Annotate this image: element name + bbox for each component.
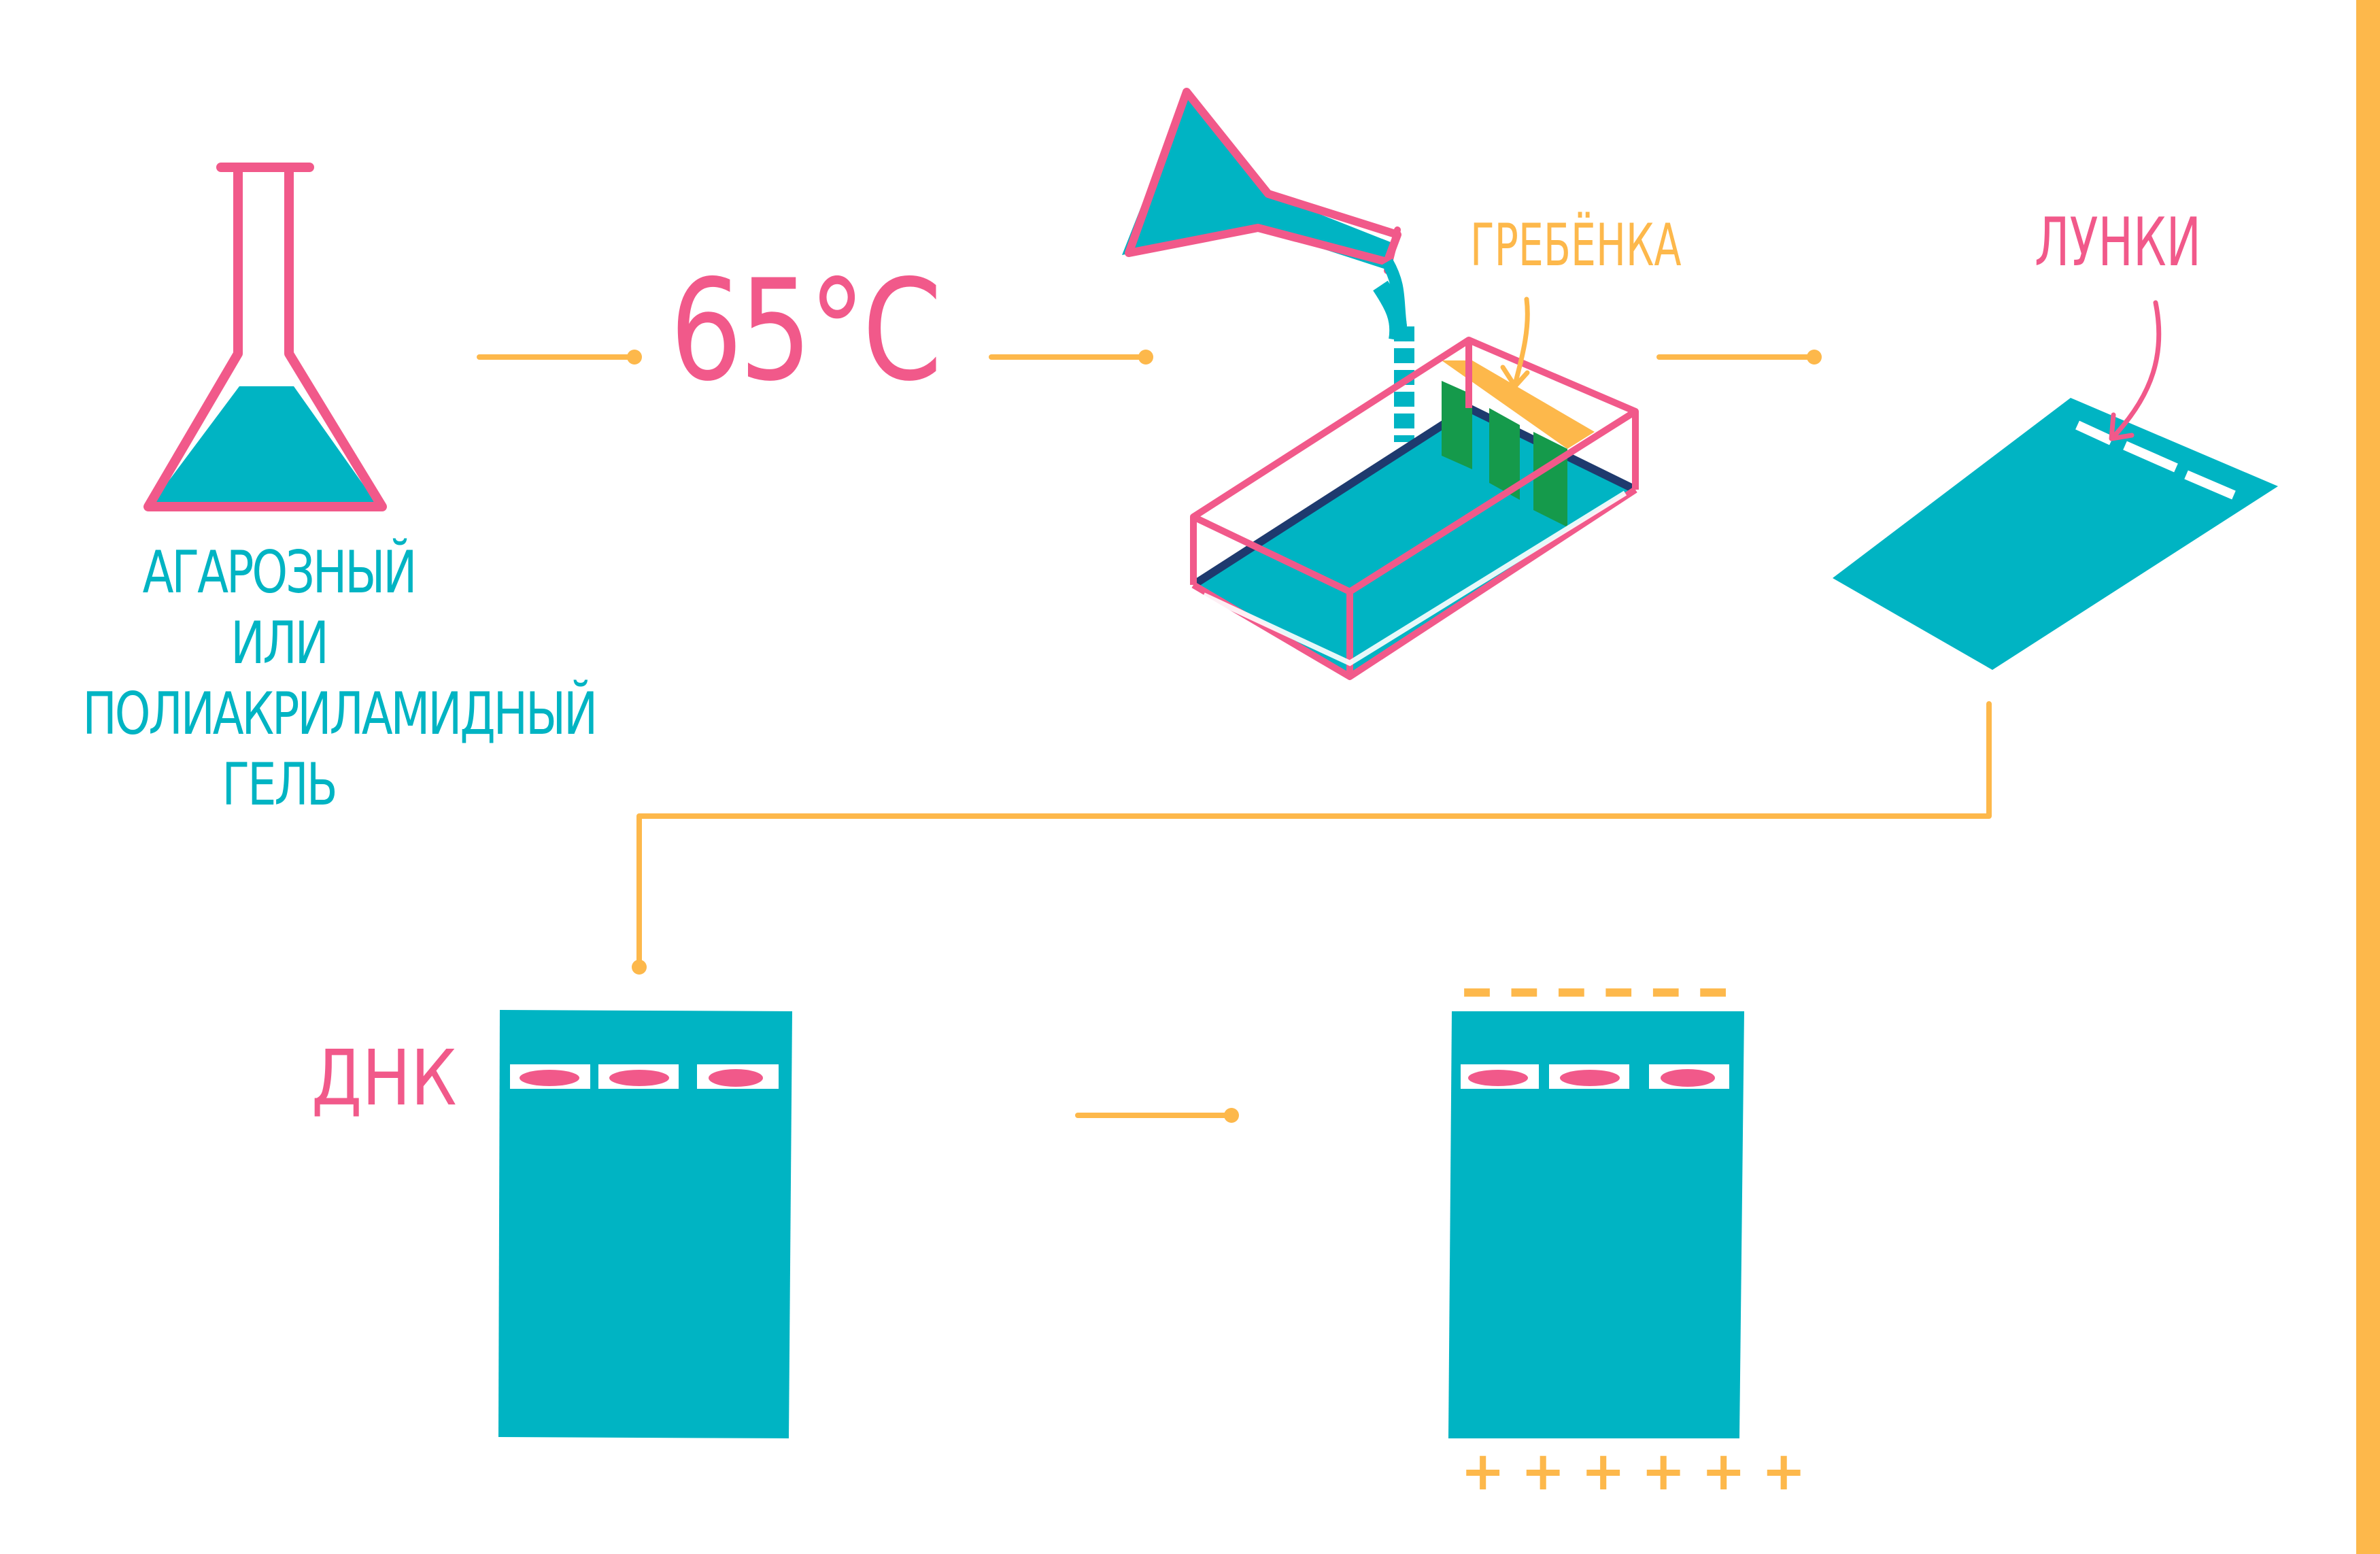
arrow-dna-to-run: [1075, 1108, 1239, 1123]
well-row-run: [1461, 1064, 1729, 1089]
flask-icon: [143, 163, 387, 511]
comb-label: ГРЕБЁНКА: [1470, 212, 1682, 280]
arrow-temp-to-pour: [989, 350, 1153, 365]
temperature-label: 65°C: [670, 250, 942, 412]
wells-pointer: [2109, 300, 2162, 441]
funnel-icon: [1122, 88, 1407, 328]
comb-pointer: [1500, 297, 1530, 389]
gel-label-line-1: АГАРОЗНЫЙ: [142, 539, 418, 607]
running-gel: [1448, 1011, 1744, 1438]
well-row: [510, 1064, 779, 1089]
arrow-pour-to-wells: [1656, 350, 1822, 365]
edge-stripe: [2356, 0, 2380, 1554]
dna-label: ДНК: [311, 1034, 457, 1123]
arrow-wells-to-dna: [632, 701, 1992, 975]
pour-stream: [1373, 280, 1414, 442]
gel-slab-icon: [1833, 398, 2278, 670]
minus-electrode: – – – – – –: [1461, 950, 1729, 1026]
gel-label-line-3: ПОЛИАКРИЛАМИДНЫЙ: [82, 680, 598, 748]
dna-gel: [498, 1010, 792, 1438]
wells-label: ЛУНКИ: [2035, 204, 2201, 282]
gel-type-label: АГАРОЗНЫЙ ИЛИ ПОЛИАКРИЛАМИДНЫЙ ГЕЛЬ: [82, 537, 598, 820]
plus-electrode: + + + + + +: [1461, 1441, 1806, 1502]
gel-tray-icon: [1190, 337, 1639, 680]
gel-label-line-2: ИЛИ: [231, 609, 329, 677]
arrow-flask-to-temp: [477, 350, 642, 365]
gel-label-line-4: ГЕЛЬ: [222, 751, 337, 819]
